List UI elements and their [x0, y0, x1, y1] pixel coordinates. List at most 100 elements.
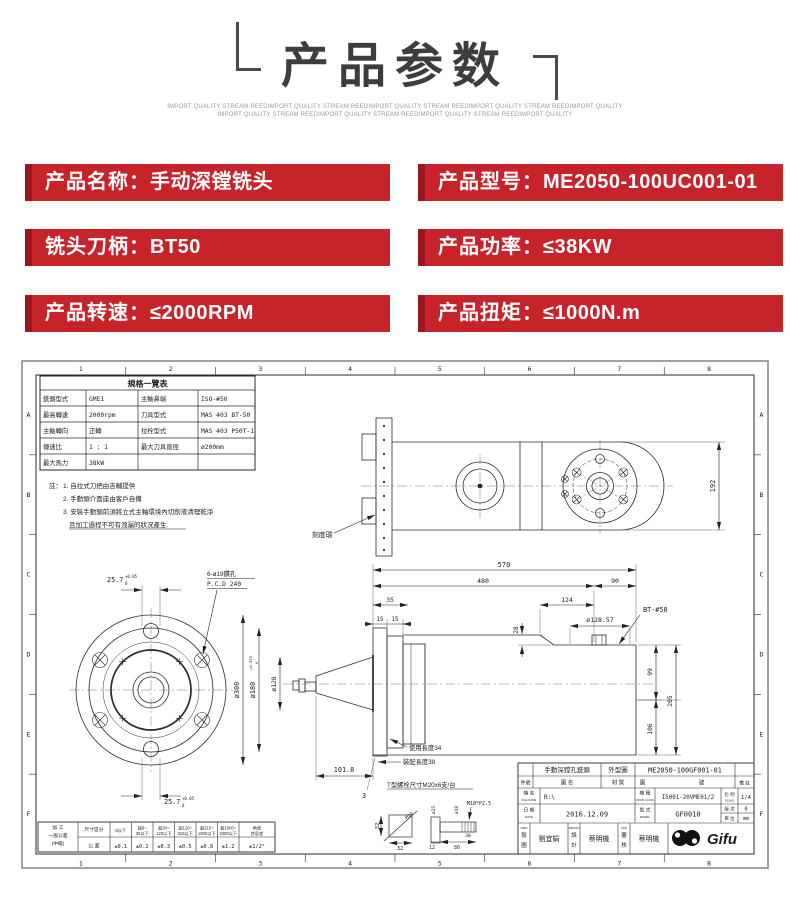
- svg-text:MODEL: MODEL: [640, 815, 650, 819]
- svg-text:ISO-#50: ISO-#50: [201, 396, 228, 403]
- svg-text:主軸轉向: 主軸轉向: [43, 426, 68, 435]
- svg-text:D: D: [27, 650, 31, 658]
- param-value: ME2050-100UC001-01: [543, 171, 758, 193]
- svg-text:C: C: [27, 571, 31, 579]
- drawing-frame: [21, 360, 769, 869]
- svg-text:DESIGN: DESIGN: [569, 826, 580, 830]
- svg-text:蔡明機: 蔡明機: [639, 834, 660, 843]
- label-tbolt-note: T型螺栓尺寸M20x6支/台: [387, 780, 456, 789]
- dim-30: 30: [465, 833, 471, 839]
- plan-view: [361, 417, 665, 557]
- param-banner-power: 产品功率：≤38KW: [418, 229, 783, 266]
- note-line: 1. 自拉式刀把由吉輔提供: [63, 481, 136, 490]
- dim-570: 570: [498, 561, 511, 569]
- svg-text:DWN: DWN: [521, 826, 528, 830]
- svg-text:機 種: 機 種: [640, 790, 651, 797]
- dim-300: ø300: [233, 682, 241, 698]
- dim-101-8: 101.8: [334, 766, 354, 774]
- dim-106: 106: [647, 723, 654, 735]
- svg-text:±0.8: ±0.8: [200, 844, 213, 850]
- svg-text:1 : 1: 1 : 1: [89, 444, 108, 451]
- tolerance-table: 加 工一般公差(中級)尺寸區分公 差6以下超6~30以下超30~120以下超12…: [37, 821, 276, 853]
- svg-text:±1/2°: ±1/2°: [249, 844, 265, 850]
- svg-text:SCALE: SCALE: [725, 799, 734, 803]
- svg-text:超30~: 超30~: [158, 825, 170, 832]
- svg-text:±0.1: ±0.1: [114, 844, 127, 850]
- svg-text:mm: mm: [743, 816, 749, 822]
- param-label: 产品扭矩: [438, 302, 522, 324]
- svg-text:CKD: CKD: [621, 826, 627, 830]
- dim-128-57: ø128.57: [586, 616, 613, 624]
- param-colon: ：: [129, 236, 150, 258]
- dim-180: ø180: [249, 682, 257, 698]
- label-bolt-holes: 6-ø19鑽孔: [207, 569, 237, 578]
- svg-text:2000rpm: 2000rpm: [89, 412, 116, 419]
- tolerance-sub: 0: [254, 661, 259, 664]
- param-label: 铣头刀柄: [45, 236, 129, 258]
- label-bt50: BT-#50: [643, 606, 668, 614]
- extension-lines: [141, 441, 725, 800]
- param-label: 产品名称: [45, 171, 129, 193]
- tolerance-sup: +0.05: [182, 796, 195, 801]
- svg-text:單 位: 單 位: [724, 815, 735, 821]
- svg-text:I5001-20VME01/2: I5001-20VME01/2: [662, 795, 714, 801]
- svg-text:圖 號: 圖 號: [640, 779, 731, 787]
- svg-text:計: 計: [571, 841, 577, 849]
- param-value: ≤38KW: [543, 236, 613, 258]
- svg-text:製: 製: [521, 831, 527, 839]
- watermark-line: IMPORT QUALITY STREAM REEDIMPORT QUALITY…: [217, 112, 573, 118]
- svg-text:最大刀具直徑: 最大刀具直徑: [141, 442, 179, 451]
- svg-text:A: A: [27, 411, 31, 419]
- svg-text:GME1: GME1: [89, 396, 104, 403]
- dim-28: 28: [513, 626, 520, 634]
- dim-15: 15: [377, 617, 384, 623]
- svg-text:±0.2: ±0.2: [136, 844, 149, 850]
- svg-text:外型圖: 外型圖: [608, 765, 628, 774]
- svg-text:38kW: 38kW: [89, 460, 104, 467]
- svg-text:(中級): (中級): [52, 840, 65, 847]
- svg-text:D: D: [760, 650, 764, 658]
- svg-text:B: B: [27, 491, 31, 499]
- svg-text:1: 1: [79, 860, 83, 868]
- svg-text:PROD.CLASS: PROD.CLASS: [636, 798, 654, 802]
- param-label: 产品型号: [438, 171, 522, 193]
- param-colon: ：: [522, 302, 543, 324]
- dim-99: 99: [647, 668, 654, 676]
- svg-text:刀具型式: 刀具型式: [141, 410, 167, 419]
- svg-text:B: B: [760, 491, 764, 499]
- svg-text:超6~: 超6~: [138, 825, 148, 832]
- svg-text:30以下: 30以下: [136, 831, 149, 837]
- dim-128: ø128: [271, 676, 278, 691]
- svg-text:件號: 件號: [520, 780, 530, 787]
- svg-text:拉栓型式: 拉栓型式: [141, 426, 167, 435]
- tbolt-details: [383, 810, 477, 844]
- svg-text:315以下: 315以下: [178, 831, 193, 837]
- note-line: 3. 安裝手動頭前須將立式主軸環境內切削液清理乾淨: [63, 507, 214, 516]
- dim-90: 90: [611, 577, 619, 585]
- tolerance-sub: 0: [182, 803, 185, 808]
- svg-text:材 質: 材 質: [612, 779, 625, 787]
- svg-text:8: 8: [707, 860, 711, 868]
- svg-text:ø200mm: ø200mm: [201, 444, 224, 451]
- svg-text:最高轉速: 最高轉速: [43, 410, 69, 419]
- svg-text:公 差: 公 差: [88, 843, 99, 850]
- dim-480: 480: [477, 577, 489, 585]
- param-colon: ：: [129, 302, 150, 324]
- svg-text:8: 8: [707, 365, 711, 373]
- svg-text:1/4: 1/4: [741, 795, 752, 801]
- note-prefix: 註：: [49, 481, 62, 490]
- svg-text:圖: 圖: [521, 842, 527, 849]
- svg-text:一般公差: 一般公差: [48, 832, 67, 839]
- product-params: 产品名称：手动深镗铣头 产品型号：ME2050-100UC001-01 铣头刀柄…: [0, 164, 790, 340]
- svg-text:MAS 403 BT-50: MAS 403 BT-50: [201, 412, 250, 419]
- drawing-notes: 註： 1. 自拉式刀把由吉輔提供 2. 手動頭介面座由客戶自備 3. 安裝手動頭…: [49, 481, 214, 530]
- svg-text:圖 名: 圖 名: [561, 779, 574, 787]
- svg-text:檔 名: 檔 名: [524, 790, 535, 797]
- title-bracket-left-icon: [236, 22, 261, 71]
- svg-text:120以下: 120以下: [156, 831, 171, 837]
- label-m20: M20: [404, 811, 415, 821]
- svg-text:2: 2: [169, 365, 173, 373]
